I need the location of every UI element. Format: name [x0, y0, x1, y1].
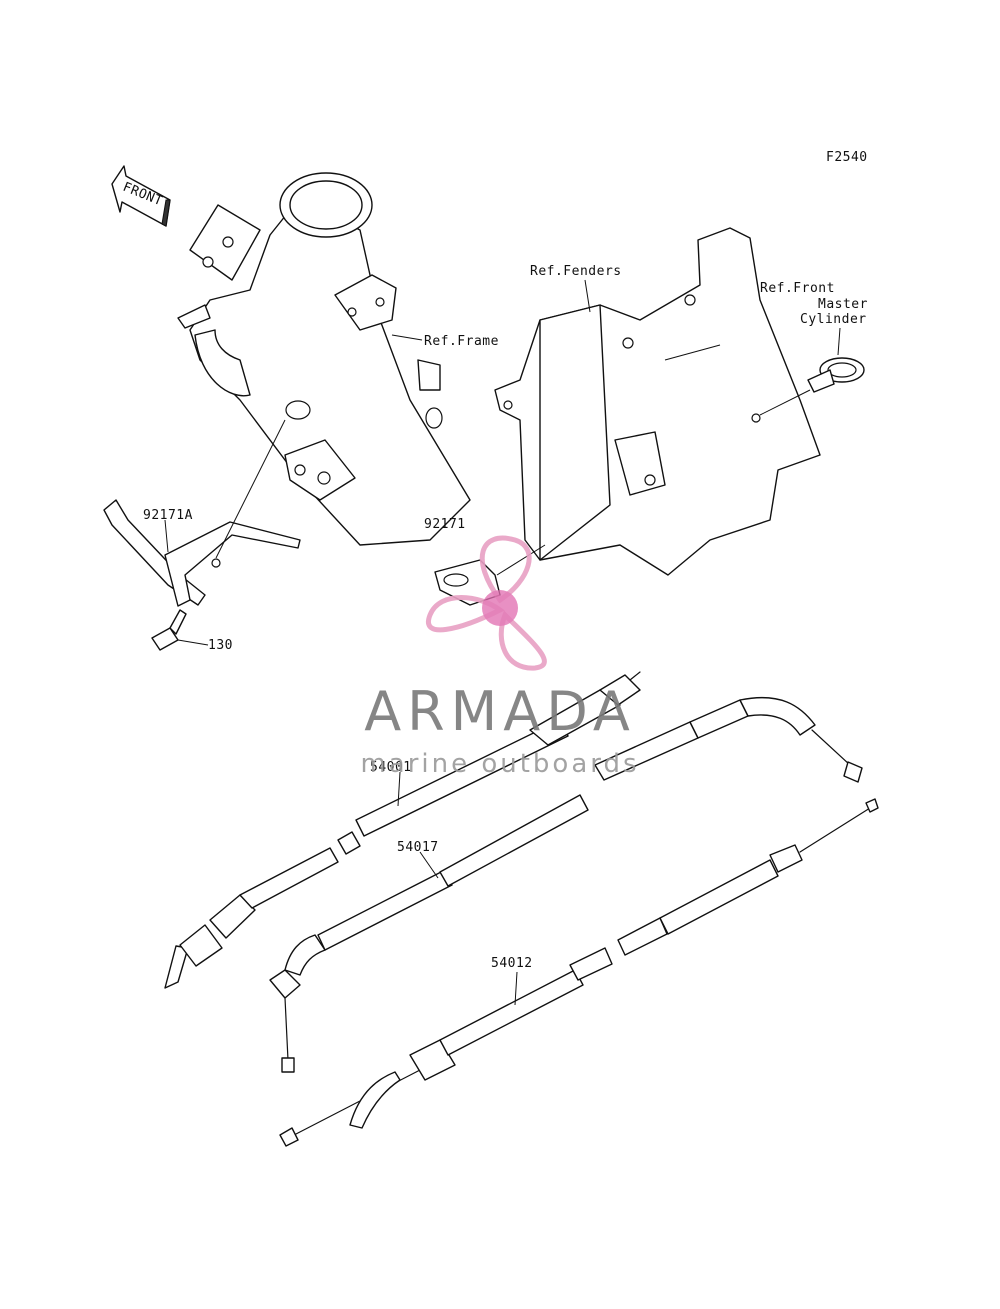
fender-panel: [494, 227, 821, 576]
leader-92171A: [164, 519, 169, 553]
master-cylinder-clamp: [807, 357, 865, 393]
leader-master-cyl: [837, 327, 841, 356]
leader-54012: [514, 971, 518, 1006]
leader-130: [177, 639, 209, 646]
label-cylinder: Cylinder: [800, 312, 867, 327]
figure-code: F2540: [826, 150, 868, 165]
watermark-logo: ARMADA marine outboards: [360, 535, 639, 779]
label-54001: 54001: [370, 760, 412, 775]
cable-54012: [279, 798, 879, 1147]
propeller-logo-icon: [426, 535, 547, 671]
label-92171A: 92171A: [143, 508, 193, 523]
leader-clamp-to-fender: [496, 544, 546, 576]
watermark-tagline: marine outboards: [360, 749, 639, 779]
label-ref-fenders: Ref.Fenders: [530, 264, 622, 279]
leader-ref-frame: [391, 334, 423, 341]
bolt-130: [151, 609, 187, 651]
leader-54001: [397, 771, 401, 807]
label-ref-frame: Ref.Frame: [424, 334, 499, 349]
watermark-brand: ARMADA: [364, 680, 636, 743]
label-ref-front: Ref.Front: [760, 281, 835, 296]
cable-54017: [269, 696, 863, 1073]
label-54017: 54017: [397, 840, 439, 855]
label-master: Master: [818, 297, 868, 312]
front-arrow-icon: FRONT: [111, 165, 171, 227]
leader-ref-fenders: [584, 279, 591, 313]
leader-bracket-to-frame: [215, 419, 286, 559]
bracket-92171A: [103, 499, 301, 607]
label-130: 130: [208, 638, 233, 653]
label-54012: 54012: [491, 956, 533, 971]
cable-54001: [164, 671, 641, 989]
leader-54017: [419, 851, 439, 879]
label-92171: 92171: [424, 517, 466, 532]
frame-steering-head: [177, 172, 471, 546]
